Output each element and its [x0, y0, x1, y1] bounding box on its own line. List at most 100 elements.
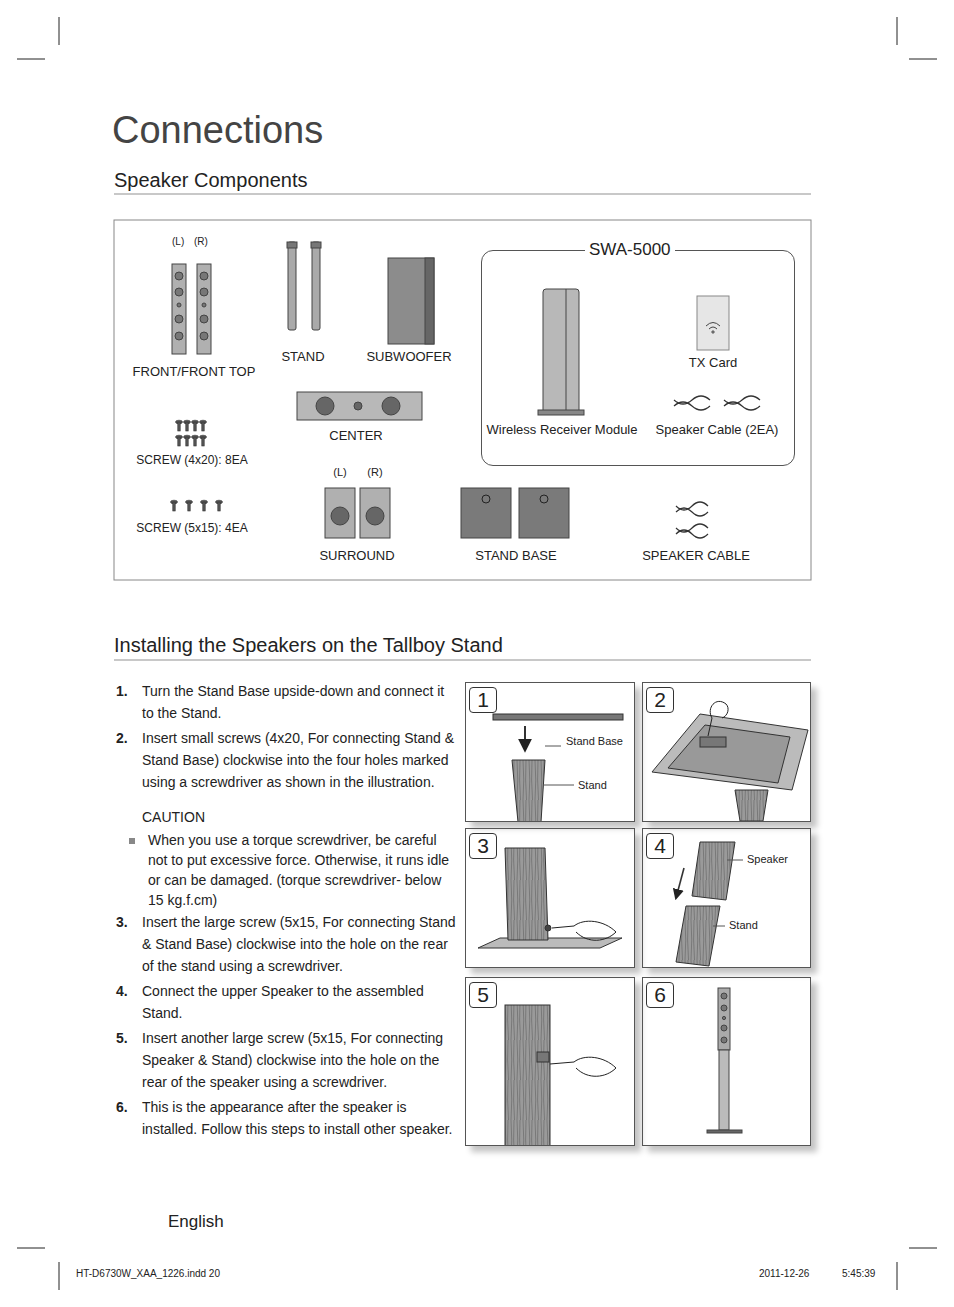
- step5-illustration: [505, 1005, 550, 1146]
- caution-heading: CAUTION: [142, 806, 205, 828]
- screws-5x15: [203, 502, 205, 511]
- step-text: Insert the large screw (5x15, For connec…: [142, 911, 457, 977]
- print-time: 5:45:39: [842, 1268, 875, 1280]
- section-rules: [114, 659, 811, 661]
- screws-5x15: [201, 500, 208, 511]
- step-text: Connect the upper Speaker to the assembl…: [142, 980, 457, 1024]
- step4-illustration: [727, 860, 743, 861]
- front-speakers: [175, 288, 183, 296]
- surround-speakers: [331, 507, 349, 525]
- callout-number: 5: [469, 982, 497, 1008]
- crop-marks: [59, 17, 60, 45]
- stands: [312, 242, 320, 330]
- step4-illustration: [713, 926, 725, 927]
- screws-5x15: [216, 500, 223, 511]
- stand-bases: [461, 488, 511, 538]
- front-speakers: [175, 272, 183, 280]
- step-panel: 3: [465, 828, 635, 968]
- screws-4x20: [176, 420, 183, 431]
- step-panel: 1Stand BaseStand: [465, 682, 635, 822]
- callout-number: 4: [646, 833, 674, 859]
- screws-4x20: [176, 420, 207, 446]
- step4-illustration: [692, 842, 735, 900]
- stands: [287, 242, 297, 248]
- callout-number: 3: [469, 833, 497, 859]
- part-name: CENTER: [329, 428, 382, 444]
- front-speakers: [200, 272, 208, 280]
- step-number: 2.: [116, 727, 128, 749]
- crop-marks: [59, 1262, 60, 1290]
- step-number: 4.: [116, 980, 128, 1002]
- step4-illustration: [676, 906, 720, 966]
- caution-bullet: [129, 838, 135, 844]
- stands: [287, 242, 321, 330]
- crop-marks: [897, 17, 898, 45]
- front-speakers: [200, 315, 208, 323]
- crop-marks: [17, 1248, 45, 1249]
- center-speaker: [297, 392, 422, 420]
- part-label: Speaker: [747, 853, 788, 866]
- step-panel: 5: [465, 977, 635, 1146]
- callout-number: 6: [646, 982, 674, 1008]
- step-panel: 2: [642, 682, 811, 822]
- step-number: 5.: [116, 1027, 128, 1049]
- screws-4x20: [200, 435, 207, 446]
- page-language: English: [168, 1212, 224, 1232]
- section-heading: Installing the Speakers on the Tallboy S…: [114, 633, 503, 657]
- center-speaker: [316, 397, 334, 415]
- step6-illustration: [721, 993, 727, 1043]
- step2-illustration: [652, 714, 808, 790]
- kit-group-box: SWA-5000Wireless Receiver ModuleTX CardS…: [481, 250, 795, 466]
- channel-tag: (L): [333, 466, 346, 479]
- step3-illustration: [545, 925, 551, 931]
- screws-4x20: [186, 422, 188, 431]
- step3-illustration: [478, 848, 622, 948]
- screws-5x15: [173, 502, 175, 511]
- screws-4x20: [192, 420, 199, 431]
- crop-marks: [897, 1262, 898, 1290]
- part-name: SURROUND: [319, 548, 394, 564]
- center-speaker: [382, 397, 400, 415]
- part-label: Wireless Receiver Module: [487, 422, 638, 438]
- crop-marks: [909, 59, 937, 60]
- front-speakers: [202, 303, 206, 307]
- components-frame: [114, 220, 811, 580]
- surround-speakers: [360, 488, 390, 538]
- crop-marks: [17, 17, 937, 1290]
- part-name: STAND BASE: [475, 548, 556, 564]
- step-text: Insert small screws (4x20, For connectin…: [142, 727, 457, 793]
- screws-5x15: [188, 502, 190, 511]
- tx-card: [706, 323, 720, 330]
- tx-card: [712, 331, 715, 334]
- part-name: FRONT/FRONT TOP: [133, 364, 256, 380]
- step-text: Turn the Stand Base upside-down and conn…: [142, 680, 457, 724]
- step2-illustration: [668, 725, 790, 783]
- caution-bullet: [129, 838, 135, 844]
- front-speakers: [175, 315, 183, 323]
- screws-4x20: [192, 435, 199, 446]
- step1-illustration: [493, 714, 623, 720]
- screws-4x20: [178, 437, 180, 446]
- speaker-cables: [676, 502, 708, 538]
- part-label: TX Card: [689, 355, 737, 371]
- speaker-cables: [676, 524, 708, 538]
- channel-tag: (R): [194, 236, 208, 248]
- stands: [311, 242, 321, 248]
- callout-number: 2: [646, 687, 674, 713]
- section-heading: Speaker Components: [114, 168, 307, 192]
- part-label: Speaker Cable (2EA): [656, 422, 779, 438]
- step1-illustration: [543, 785, 574, 786]
- step3-illustration: [552, 921, 616, 940]
- stand-bases: [519, 488, 569, 538]
- step6-illustration: [721, 1025, 727, 1031]
- step3-illustration: [505, 848, 548, 940]
- part-name: STAND: [281, 349, 324, 365]
- center-speaker: [354, 402, 362, 410]
- step1-illustration: [524, 726, 526, 750]
- step6-illustration: [722, 1016, 725, 1019]
- front-speakers: [177, 303, 181, 307]
- print-file: HT-D6730W_XAA_1226.indd 20: [76, 1268, 220, 1280]
- step6-illustration: [707, 988, 742, 1133]
- screws-4x20: [200, 420, 207, 431]
- screws-5x15: [171, 500, 223, 511]
